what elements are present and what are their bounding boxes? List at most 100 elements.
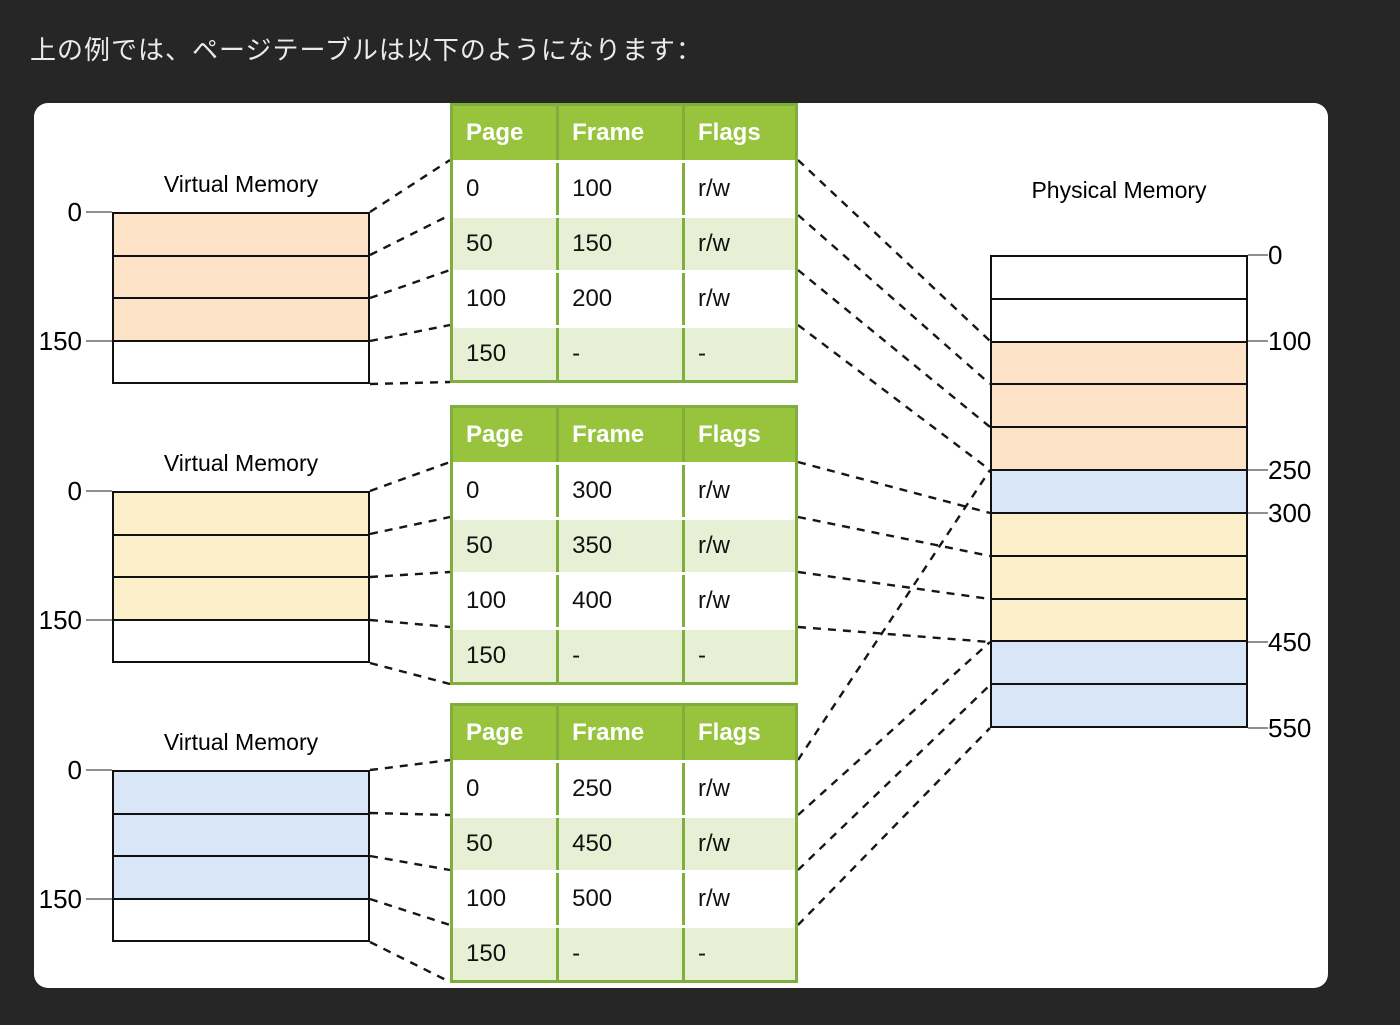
vm1-addr-150: 150 <box>38 326 82 356</box>
table-row: 150 - - <box>453 325 795 380</box>
cell-frame: - <box>559 630 685 682</box>
pm-segment <box>992 385 1246 429</box>
cell-flags: r/w <box>697 175 730 202</box>
vm1-tick-150 <box>86 340 112 342</box>
cell-frame: 250 <box>559 763 685 815</box>
vm3-tick-0 <box>86 769 112 771</box>
cell-flags: r/w <box>697 830 730 857</box>
vm3-segment <box>114 857 368 900</box>
vm3-segment <box>114 772 368 815</box>
virtual-memory-title-2: Virtual Memory <box>163 450 319 476</box>
pm-segment <box>992 257 1246 300</box>
vm1-segment <box>114 256 368 299</box>
col-header-page: Page <box>453 706 560 760</box>
cell-frame: 200 <box>559 273 685 325</box>
cell-flags: - <box>697 340 706 367</box>
table-row: 0 100 r/w <box>453 160 795 215</box>
vm1-addr-0: 0 <box>67 197 82 227</box>
cell-page: 50 <box>453 520 560 572</box>
virtual-memory-box-1 <box>112 212 370 384</box>
table-row: 50 150 r/w <box>453 215 795 270</box>
pm-segment <box>992 556 1246 600</box>
table-row: 100 200 r/w <box>453 270 795 325</box>
page-table-3: Page Frame Flags 0 250 r/w 50 450 r/w 10… <box>450 703 798 983</box>
table-row: 0 300 r/w <box>453 462 795 517</box>
vm3-addr-150: 150 <box>38 884 82 914</box>
cell-flags: r/w <box>697 230 730 257</box>
vm2-tick-150 <box>86 619 112 621</box>
pm-addr-300: 300 <box>1268 498 1312 528</box>
pm-segment <box>992 428 1246 472</box>
cell-page: 50 <box>453 818 560 870</box>
physical-memory-title: Physical Memory <box>1031 177 1207 203</box>
cell-page: 150 <box>453 928 560 980</box>
cell-frame: 450 <box>559 818 685 870</box>
cell-frame: 350 <box>559 520 685 572</box>
cell-frame: 100 <box>559 163 685 215</box>
col-header-page: Page <box>453 408 560 462</box>
vm3-segment-free <box>114 899 368 940</box>
col-header-flags: Flags <box>697 421 761 448</box>
page-table-2: Page Frame Flags 0 300 r/w 50 350 r/w 10… <box>450 405 798 685</box>
vm1-segment <box>114 214 368 257</box>
pm-segment <box>992 299 1246 343</box>
table-row: 150 - - <box>453 925 795 980</box>
vm2-segment <box>114 493 368 536</box>
table-header-row: Page Frame Flags <box>453 706 795 760</box>
virtual-memory-box-3 <box>112 770 370 942</box>
cell-flags: r/w <box>697 285 730 312</box>
cell-flags: r/w <box>697 532 730 559</box>
pm-addr-550: 550 <box>1268 713 1312 743</box>
cell-page: 0 <box>453 465 560 517</box>
vm2-addr-0: 0 <box>67 476 82 506</box>
pm-segment <box>992 342 1246 386</box>
table-header-row: Page Frame Flags <box>453 106 795 160</box>
pm-addr-0: 0 <box>1268 240 1283 270</box>
pm-tick-300 <box>1248 512 1268 514</box>
cell-page: 50 <box>453 218 560 270</box>
cell-flags: r/w <box>697 775 730 802</box>
table-header-row: Page Frame Flags <box>453 408 795 462</box>
cell-frame: 400 <box>559 575 685 627</box>
pm-addr-100: 100 <box>1268 326 1312 356</box>
cell-flags: r/w <box>697 885 730 912</box>
table-row: 100 400 r/w <box>453 572 795 627</box>
cell-frame: 500 <box>559 873 685 925</box>
cell-frame: 300 <box>559 465 685 517</box>
pm-tick-100 <box>1248 340 1268 342</box>
pm-tick-250 <box>1248 469 1268 471</box>
pm-segment <box>992 513 1246 557</box>
col-header-frame: Frame <box>559 706 685 760</box>
table-row: 150 - - <box>453 627 795 682</box>
pm-tick-450 <box>1248 641 1268 643</box>
virtual-memory-title-3: Virtual Memory <box>163 729 319 755</box>
cell-page: 150 <box>453 328 560 380</box>
cell-page: 150 <box>453 630 560 682</box>
pm-addr-450: 450 <box>1268 627 1312 657</box>
pm-segment <box>992 642 1246 686</box>
cell-flags: - <box>697 940 706 967</box>
cell-page: 100 <box>453 575 560 627</box>
vm3-tick-150 <box>86 898 112 900</box>
pm-tick-550 <box>1248 727 1268 729</box>
vm1-segment <box>114 299 368 342</box>
table-row: 0 250 r/w <box>453 760 795 815</box>
pm-segment <box>992 599 1246 643</box>
vm2-segment <box>114 578 368 621</box>
cell-flags: - <box>697 642 706 669</box>
cell-page: 0 <box>453 163 560 215</box>
page-heading: 上の例では、ページテーブルは以下のようになります： <box>30 35 703 65</box>
vm2-segment <box>114 535 368 578</box>
vm2-tick-0 <box>86 490 112 492</box>
col-header-flags: Flags <box>697 719 761 746</box>
col-header-frame: Frame <box>559 408 685 462</box>
cell-page: 100 <box>453 273 560 325</box>
table-row: 100 500 r/w <box>453 870 795 925</box>
cell-page: 0 <box>453 763 560 815</box>
vm3-addr-0: 0 <box>67 755 82 785</box>
vm1-tick-0 <box>86 211 112 213</box>
virtual-memory-title-1: Virtual Memory <box>163 171 319 197</box>
table-row: 50 350 r/w <box>453 517 795 572</box>
vm2-segment-free <box>114 620 368 661</box>
